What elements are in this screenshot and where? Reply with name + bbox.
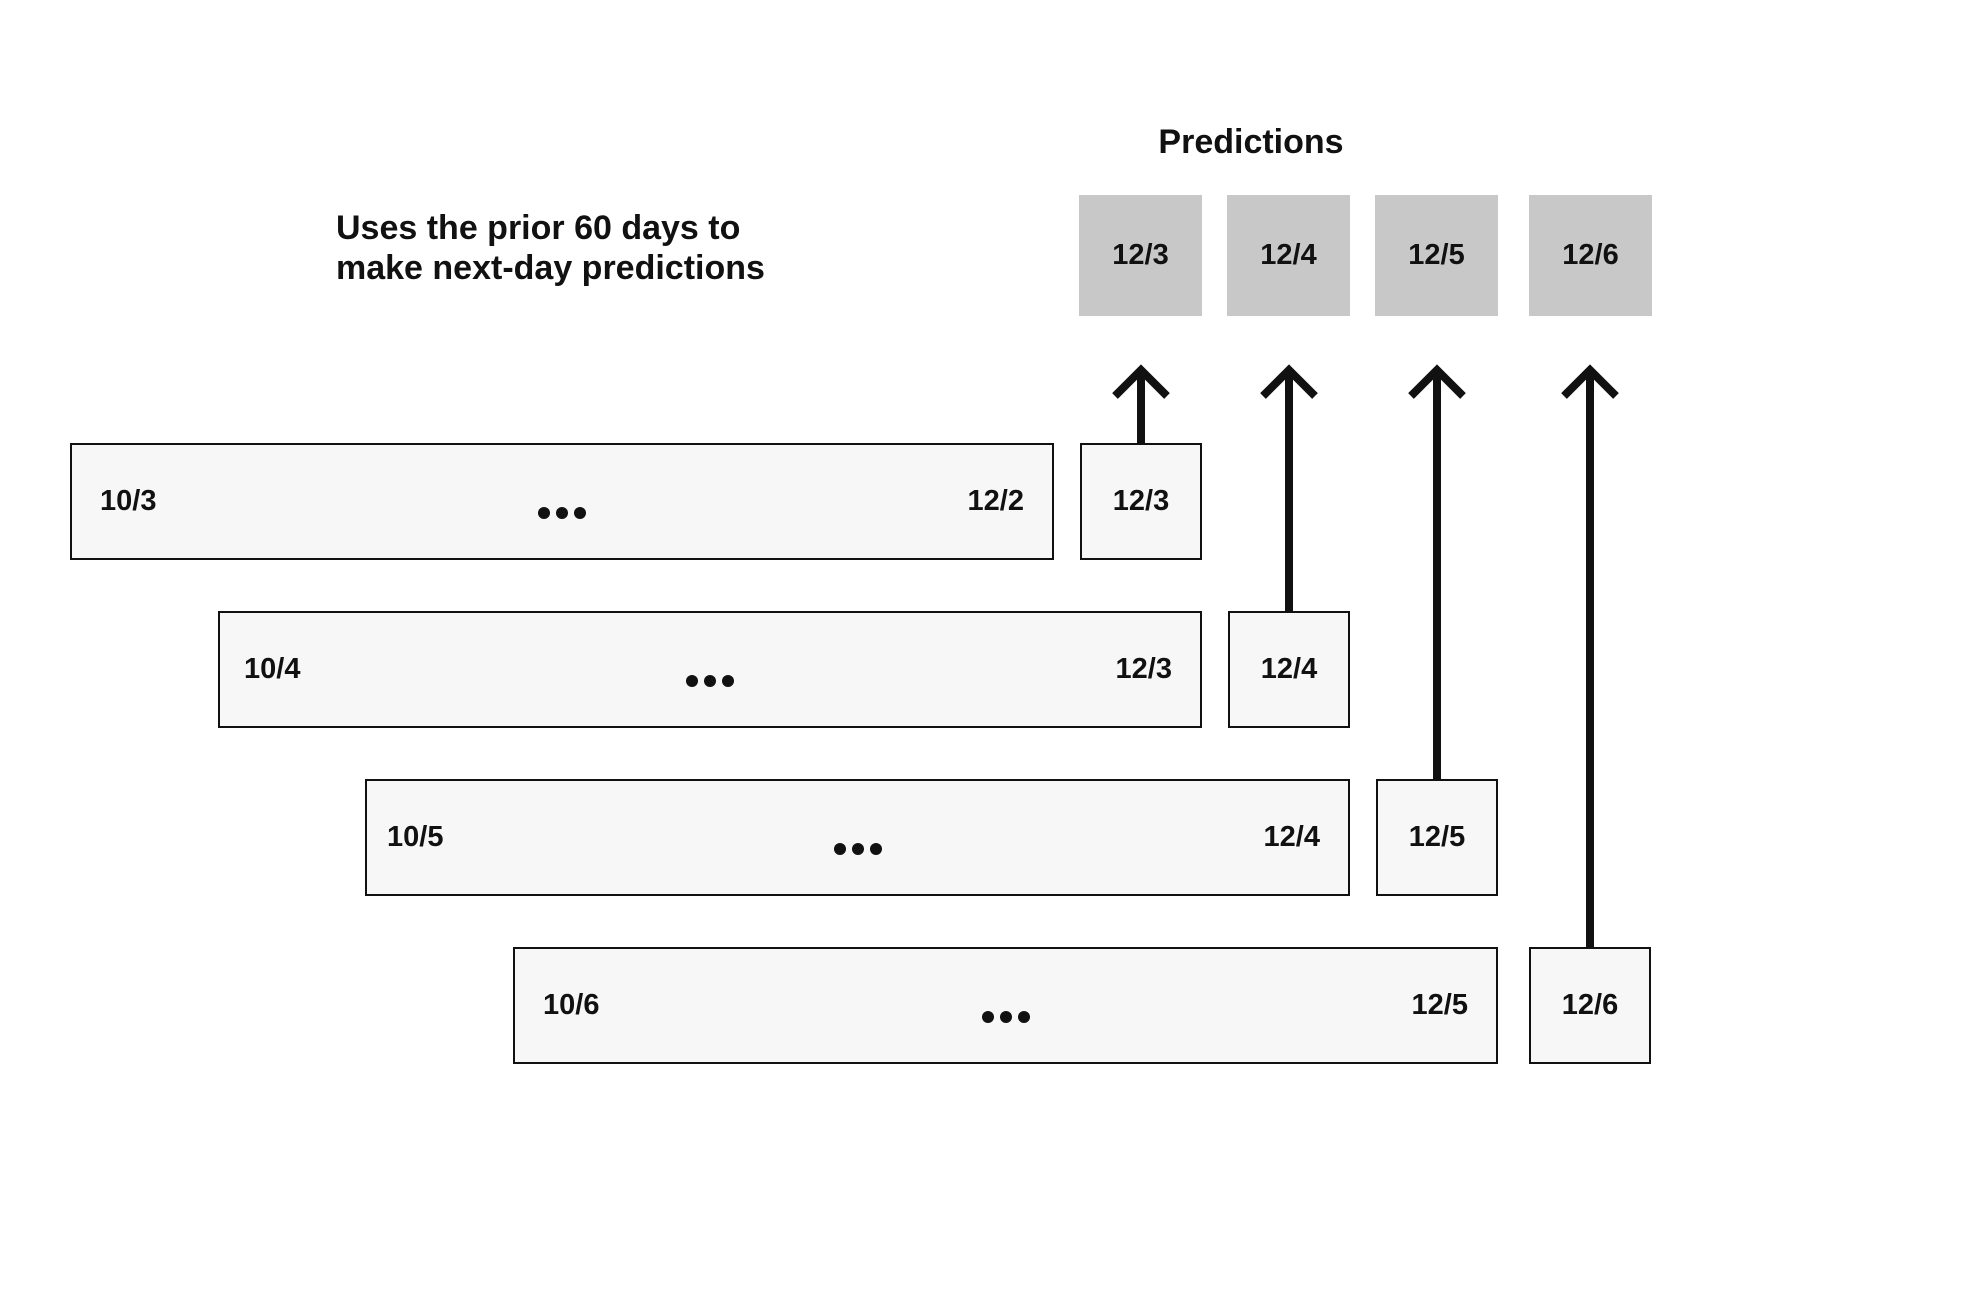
caption: Uses the prior 60 days to make next-day … [336,208,765,288]
target-day-box: 12/6 [1529,947,1651,1064]
window-end-label: 12/5 [1411,989,1468,1021]
input-window: 10/3 12/2 [70,443,1054,560]
target-day-box: 12/3 [1080,443,1202,560]
window-end-label: 12/4 [1263,821,1320,853]
input-window: 10/6 12/5 [513,947,1498,1064]
up-arrow-icon [1561,364,1619,947]
window-start-label: 10/6 [543,989,600,1021]
window-start-label: 10/4 [244,653,301,685]
window-end-label: 12/3 [1115,653,1172,685]
prediction-box: 12/5 [1375,195,1498,316]
ellipsis-icon [833,843,882,855]
up-arrow-icon [1260,364,1318,611]
window-start-label: 10/3 [100,485,157,517]
target-day-box: 12/4 [1228,611,1350,728]
target-day-box: 12/5 [1376,779,1498,896]
window-start-label: 10/5 [387,821,444,853]
ellipsis-icon [686,675,734,687]
input-window: 10/4 12/3 [218,611,1202,728]
input-window: 10/5 12/4 [365,779,1350,896]
prediction-box: 12/6 [1529,195,1652,316]
ellipsis-icon [538,507,586,519]
up-arrow-icon [1408,364,1466,779]
prediction-box: 12/3 [1079,195,1202,316]
up-arrow-icon [1112,364,1170,443]
window-end-label: 12/2 [967,485,1024,517]
caption-line-1: Uses the prior 60 days to [336,209,741,247]
ellipsis-icon [981,1011,1030,1023]
predictions-title: Predictions [1158,123,1344,161]
caption-line-2: make next-day predictions [336,249,765,287]
prediction-box: 12/4 [1227,195,1350,316]
